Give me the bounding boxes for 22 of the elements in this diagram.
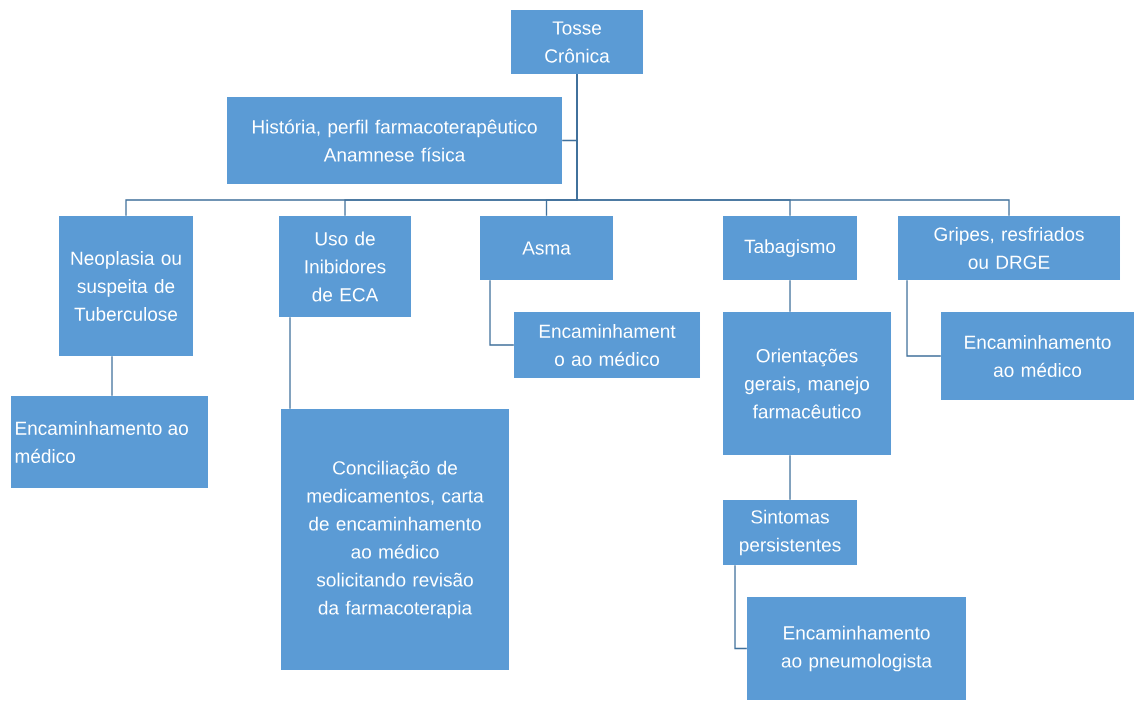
connector-line — [906, 279, 942, 357]
process-box: Encaminhamento ao pneumologista — [747, 597, 966, 700]
process-box: Asma — [480, 216, 613, 280]
process-box: Tosse Crônica — [511, 10, 643, 74]
process-box: Neoplasia ou suspeita de Tuberculose — [59, 216, 193, 356]
connector-line — [289, 316, 291, 410]
connector-line — [789, 454, 791, 501]
process-box: Conciliação de medicamentos, carta de encaminhamento ao médico solicitando revisão da farmacoterapia — [281, 409, 509, 670]
process-box: Gripes, resfriados ou DRGE — [898, 216, 1120, 280]
process-box: Tabagismo — [723, 216, 857, 280]
process-box: Encaminhamento ao médico — [941, 312, 1134, 400]
process-box: Sintomas persistentes — [723, 500, 857, 565]
process-box: Encaminhament o ao médico — [514, 312, 700, 378]
connector-line — [734, 564, 748, 650]
process-box: Orientações gerais, manejo farmacêutico — [723, 312, 891, 455]
connector-line — [111, 355, 113, 397]
process-box: Encaminhamento ao médico — [11, 396, 208, 488]
connector-line — [489, 279, 515, 346]
connector-line — [576, 73, 1010, 217]
connector-line — [789, 279, 791, 313]
process-box: História, perfil farmacoterapêutico Anamnese física — [227, 97, 562, 184]
process-box: Uso de Inibidores de ECA — [279, 216, 411, 317]
